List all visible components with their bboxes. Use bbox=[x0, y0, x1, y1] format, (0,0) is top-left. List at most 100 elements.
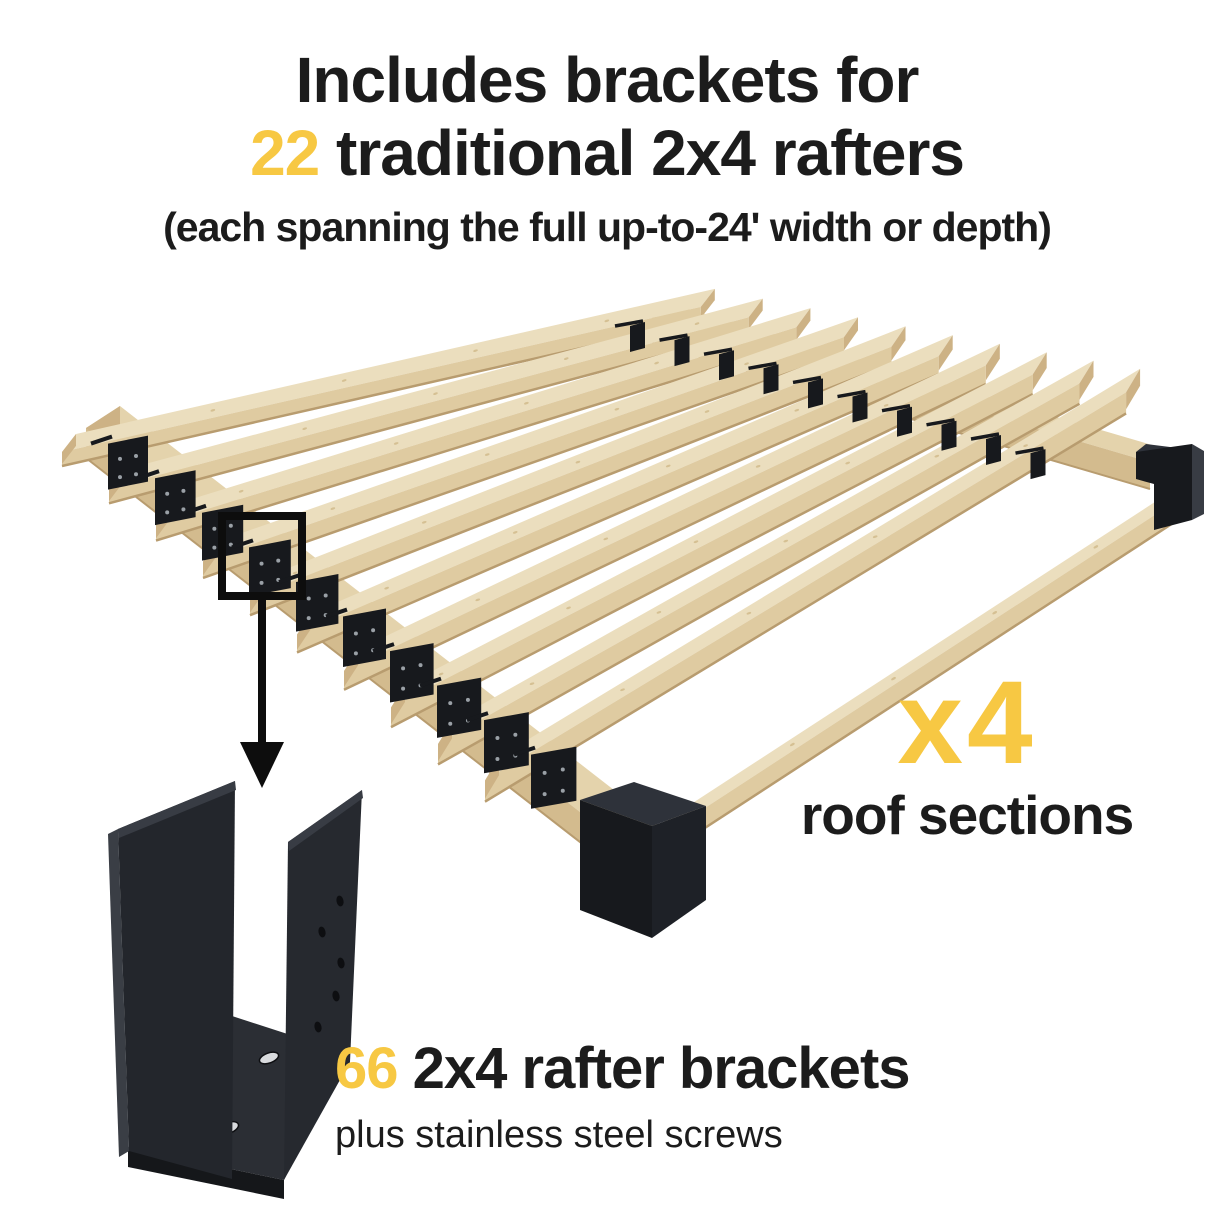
wood-grain-speck bbox=[614, 407, 620, 411]
bracket-screw-dot bbox=[212, 545, 217, 550]
bracket-screw-dot bbox=[448, 721, 453, 726]
wood-grain-speck bbox=[872, 535, 878, 539]
bracket-screw-dot bbox=[495, 736, 500, 741]
rafter-bracket-flange bbox=[325, 607, 348, 619]
rafter-bracket-small bbox=[1030, 449, 1046, 480]
rafter-bracket-small bbox=[630, 322, 645, 352]
rafter-side-face bbox=[297, 356, 939, 653]
hardware-note: plus stainless steel screws bbox=[335, 1114, 783, 1156]
wood-grain-speck bbox=[891, 676, 896, 681]
rafter-right-end-face bbox=[796, 308, 811, 340]
rafter-bracket-plate bbox=[437, 677, 482, 738]
rafter-bracket-small bbox=[941, 420, 957, 451]
rafter-side-face bbox=[250, 346, 892, 616]
rafter-side-face bbox=[109, 317, 749, 504]
corner-bracket-front-top bbox=[580, 782, 706, 826]
bracket-screw-dot bbox=[465, 697, 470, 702]
wood-grain-speck bbox=[1093, 545, 1099, 549]
corner-bracket-front-right bbox=[652, 806, 706, 938]
rafter-side-face bbox=[485, 392, 1127, 802]
subtitle: (each spanning the full up-to-24' width … bbox=[163, 204, 1052, 250]
corner-bracket-right-edge bbox=[1192, 444, 1204, 520]
u-bracket-left-plate-edge bbox=[108, 829, 129, 1157]
rafter-right-end-face bbox=[1079, 360, 1094, 400]
bracket-screw-dot bbox=[401, 686, 406, 691]
bracket-screw-dot bbox=[560, 788, 565, 793]
bracket-screw-dot bbox=[165, 491, 170, 496]
wood-grain-speck bbox=[603, 537, 609, 541]
rafter-bracket-small bbox=[674, 336, 690, 367]
bracket-screw-dot bbox=[306, 596, 311, 601]
hardware-line: 66 2x4 rafter brackets bbox=[335, 1040, 911, 1098]
rafter-bracket-small bbox=[719, 350, 734, 381]
wood-grain-speck bbox=[992, 611, 998, 615]
rafter-bracket-flange bbox=[614, 319, 644, 328]
wood-grain-speck bbox=[654, 361, 659, 365]
wood-grain-speck bbox=[330, 507, 336, 510]
rafter-bracket-plate bbox=[155, 470, 196, 526]
headline: Includes brackets for 22 traditional 2x4… bbox=[0, 44, 1214, 190]
rafter-right-end-face bbox=[938, 335, 953, 371]
bracket-screw-dot bbox=[323, 593, 328, 598]
wood-grain-speck bbox=[656, 611, 662, 614]
side-beam-top-face bbox=[628, 470, 1204, 858]
side-beam-side-face bbox=[628, 492, 1190, 878]
headline-line2-rest: traditional 2x4 rafters bbox=[319, 116, 965, 189]
rafter-top-face bbox=[156, 308, 811, 525]
rafter-bracket-small bbox=[763, 364, 779, 395]
wood-grain-speck bbox=[302, 427, 308, 430]
bracket-screw-dot bbox=[353, 651, 358, 656]
rafter-bracket-plate bbox=[249, 539, 291, 597]
bracket-screw-dot bbox=[118, 475, 122, 480]
wood-grain-speck bbox=[484, 453, 490, 456]
rafter-right-end-face bbox=[748, 298, 763, 330]
rafter-right-end-face bbox=[844, 317, 858, 351]
u-bracket-right-plate-top-edge bbox=[288, 790, 363, 851]
wood-grain-speck bbox=[790, 742, 795, 747]
side-beam-bottom-edge bbox=[627, 510, 1191, 880]
rafter-bracket-flange bbox=[184, 503, 207, 515]
rafter-bracket-small bbox=[986, 435, 1001, 465]
bracket-screw-dot bbox=[306, 616, 311, 621]
bracket-screw-dot bbox=[542, 792, 547, 797]
wood-grain-speck bbox=[421, 521, 427, 524]
rafter-top-face bbox=[297, 335, 953, 635]
rafter-bracket-plate bbox=[531, 746, 577, 809]
u-bracket-plate-hole bbox=[337, 957, 345, 969]
rafter-bracket-plate bbox=[108, 435, 148, 490]
rafter-bracket-flange bbox=[926, 418, 955, 427]
rafter-side-face bbox=[203, 337, 844, 578]
wood-grain-speck bbox=[292, 571, 298, 575]
rafter-bottom-edge bbox=[155, 341, 797, 542]
rafter-bracket-flange bbox=[137, 469, 160, 481]
bracket-screw-dot bbox=[259, 580, 264, 585]
rafter-top-face bbox=[391, 352, 1047, 708]
wood-grain-speck bbox=[210, 409, 216, 412]
headline-line2: 22 traditional 2x4 rafters bbox=[0, 117, 1214, 190]
bracket-screw-dot bbox=[165, 510, 170, 515]
bracket-screw-dot bbox=[259, 561, 264, 566]
wood-grain-speck bbox=[604, 319, 610, 323]
rafter-bracket-flange bbox=[231, 538, 254, 550]
bracket-screw-dot bbox=[228, 523, 233, 528]
u-bracket-left-plate bbox=[118, 781, 235, 1179]
bracket-screw-dot bbox=[181, 488, 186, 493]
u-bracket-base-hole bbox=[258, 1051, 280, 1065]
hardware-summary: 66 2x4 rafter brackets plus stainless st… bbox=[335, 1040, 911, 1156]
rafter-right-end-face bbox=[1032, 352, 1047, 391]
rafter-bottom-edge bbox=[437, 402, 1081, 766]
u-bracket-plate-hole bbox=[332, 990, 340, 1002]
bracket-screw-dot bbox=[371, 628, 376, 633]
corner-bracket-right-front bbox=[1136, 444, 1192, 530]
rafter-bracket-flange bbox=[278, 573, 301, 584]
rafter-right-end-face bbox=[1126, 368, 1141, 410]
wood-grain-speck bbox=[512, 531, 518, 534]
wood-grain-speck bbox=[665, 464, 671, 468]
bracket-screw-dot bbox=[134, 453, 138, 458]
roof-sections-callout: x4 roof sections bbox=[767, 664, 1167, 843]
rafter-bracket-flange bbox=[970, 432, 1000, 441]
rafter-bracket-plate bbox=[484, 712, 529, 774]
rafter-bracket-small bbox=[852, 392, 868, 423]
